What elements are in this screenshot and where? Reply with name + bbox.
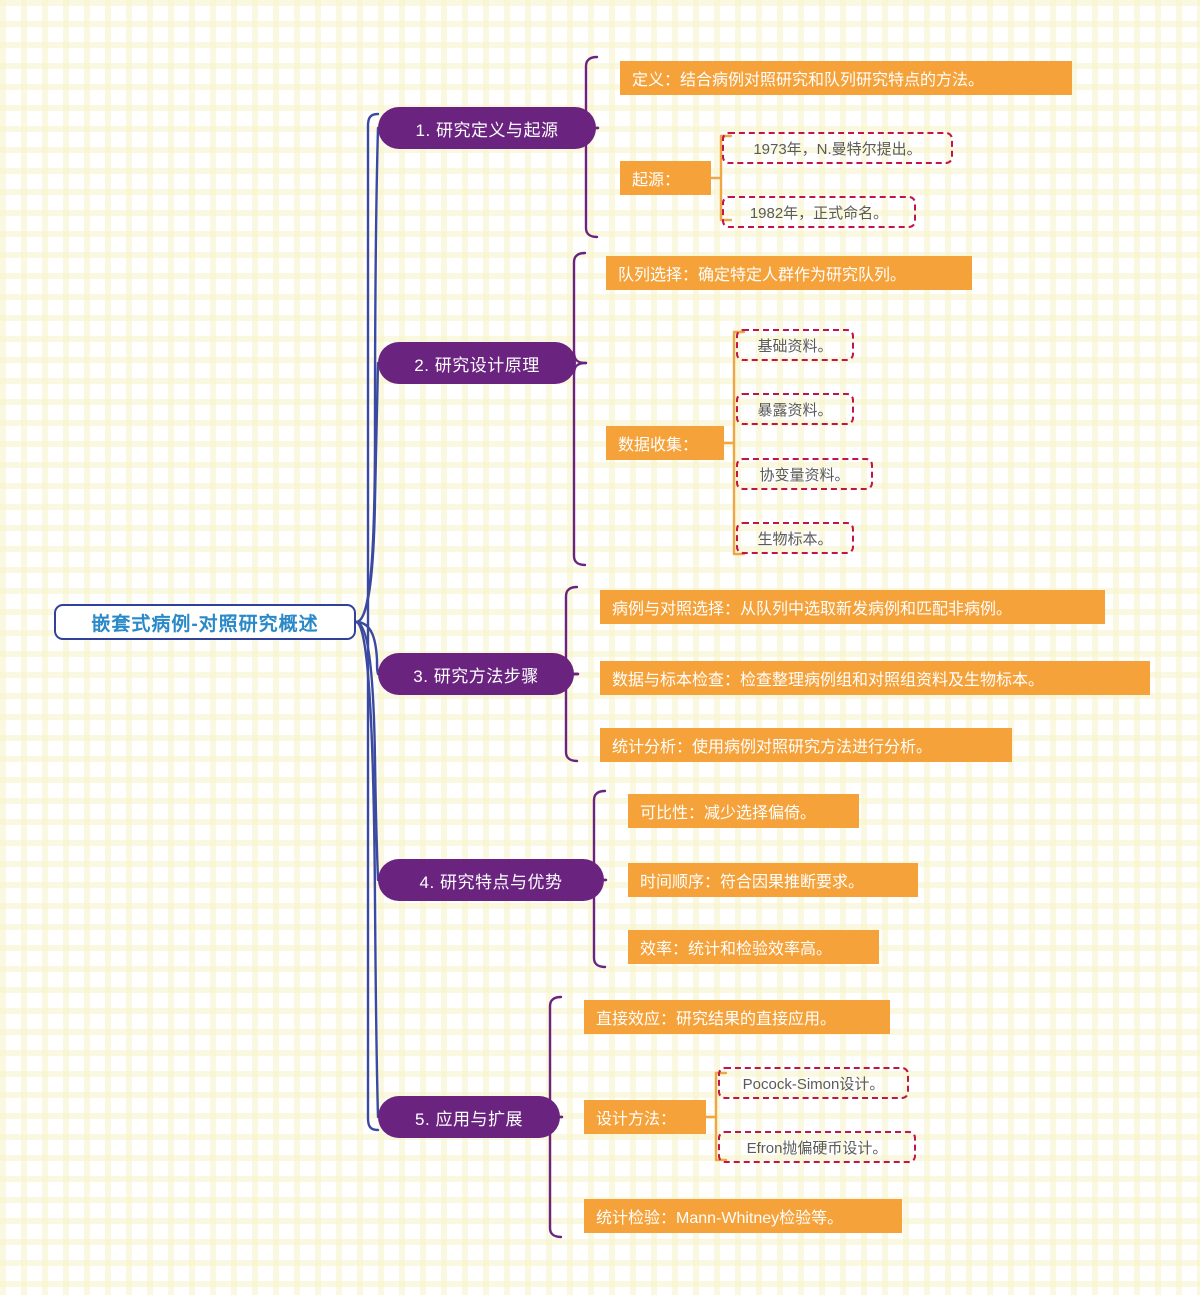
branch-node-5[interactable]: 5. 应用与扩展 xyxy=(378,1096,560,1138)
leaf-node-5-3-label: 统计检验：Mann-Whitney检验等。 xyxy=(596,1210,844,1227)
leaf-node-5-1[interactable]: 直接效应：研究结果的直接应用。 xyxy=(584,1000,890,1034)
leaf-node-4-1-label: 可比性：减少选择偏倚。 xyxy=(640,805,817,822)
subleaf-node-2-2-4-label: 生物标本。 xyxy=(757,530,833,548)
subleaf-node-1-2-2-label: 1982年，正式命名。 xyxy=(749,204,889,222)
subleaf-node-2-2-3[interactable]: 协变量资料。 xyxy=(736,458,873,490)
leaf-node-4-3-label: 效率：统计和检验效率高。 xyxy=(640,941,833,958)
subleaf-node-2-2-2[interactable]: 暴露资料。 xyxy=(736,393,854,425)
subleaf-node-5-2-2-label: Efron抛偏硬币设计。 xyxy=(746,1139,888,1157)
leaf-node-3-3[interactable]: 统计分析：使用病例对照研究方法进行分析。 xyxy=(600,728,1012,762)
leaf-node-1-2-label: 起源： xyxy=(632,172,681,189)
leaf-node-2-1[interactable]: 队列选择：确定特定人群作为研究队列。 xyxy=(606,256,972,290)
leaf-node-5-1-label: 直接效应：研究结果的直接应用。 xyxy=(596,1011,837,1028)
leaf-node-3-3-label: 统计分析：使用病例对照研究方法进行分析。 xyxy=(612,739,933,756)
subleaf-node-2-2-2-label: 暴露资料。 xyxy=(757,401,833,419)
subleaf-node-5-2-1-label: Pocock-Simon设计。 xyxy=(742,1075,885,1093)
branch-node-4[interactable]: 4. 研究特点与优势 xyxy=(378,859,604,901)
branch-node-3-label: 3. 研究方法步骤 xyxy=(413,666,539,686)
subleaf-node-2-2-1-label: 基础资料。 xyxy=(757,337,833,355)
leaf-node-4-1[interactable]: 可比性：减少选择偏倚。 xyxy=(628,794,859,828)
leaf-node-5-2-label: 设计方法： xyxy=(596,1111,677,1128)
branch-node-2[interactable]: 2. 研究设计原理 xyxy=(378,342,576,384)
root-node-label: 嵌套式病例-对照研究概述 xyxy=(91,613,319,635)
leaf-node-5-2[interactable]: 设计方法： xyxy=(584,1100,706,1134)
subleaf-node-2-2-4[interactable]: 生物标本。 xyxy=(736,522,854,554)
subleaf-node-5-2-2[interactable]: Efron抛偏硬币设计。 xyxy=(718,1131,916,1163)
branch-node-5-label: 5. 应用与扩展 xyxy=(415,1109,523,1129)
leaf-node-4-2-label: 时间顺序：符合因果推断要求。 xyxy=(640,874,865,891)
subleaf-node-1-2-2[interactable]: 1982年，正式命名。 xyxy=(722,196,916,228)
leaf-node-5-3[interactable]: 统计检验：Mann-Whitney检验等。 xyxy=(584,1199,902,1233)
leaf-node-1-2[interactable]: 起源： xyxy=(620,161,711,195)
leaf-node-2-1-label: 队列选择：确定特定人群作为研究队列。 xyxy=(618,267,907,284)
leaf-node-1-1[interactable]: 定义：结合病例对照研究和队列研究特点的方法。 xyxy=(620,61,1072,95)
leaf-node-3-1[interactable]: 病例与对照选择：从队列中选取新发病例和匹配非病例。 xyxy=(600,590,1105,624)
subleaf-node-5-2-1[interactable]: Pocock-Simon设计。 xyxy=(718,1067,909,1099)
leaf-node-2-2-label: 数据收集： xyxy=(618,437,699,454)
leaf-node-4-2[interactable]: 时间顺序：符合因果推断要求。 xyxy=(628,863,918,897)
leaf-node-1-1-label: 定义：结合病例对照研究和队列研究特点的方法。 xyxy=(632,72,985,89)
leaf-node-3-2[interactable]: 数据与标本检查：检查整理病例组和对照组资料及生物标本。 xyxy=(600,661,1150,695)
subleaf-node-2-2-3-label: 协变量资料。 xyxy=(759,466,850,484)
subleaf-node-1-2-1-label: 1973年，N.曼特尔提出。 xyxy=(753,140,922,158)
leaf-node-4-3[interactable]: 效率：统计和检验效率高。 xyxy=(628,930,879,964)
branch-node-1-label: 1. 研究定义与起源 xyxy=(415,120,559,140)
branch-node-3[interactable]: 3. 研究方法步骤 xyxy=(378,653,574,695)
branch-node-2-label: 2. 研究设计原理 xyxy=(414,355,540,375)
subleaf-node-1-2-1[interactable]: 1973年，N.曼特尔提出。 xyxy=(722,132,953,164)
subleaf-node-2-2-1[interactable]: 基础资料。 xyxy=(736,329,854,361)
leaf-node-3-2-label: 数据与标本检查：检查整理病例组和对照组资料及生物标本。 xyxy=(612,672,1045,689)
branch-node-1[interactable]: 1. 研究定义与起源 xyxy=(378,107,596,149)
leaf-node-3-1-label: 病例与对照选择：从队列中选取新发病例和匹配非病例。 xyxy=(612,601,1013,618)
branch-node-4-label: 4. 研究特点与优势 xyxy=(419,872,563,892)
leaf-node-2-2[interactable]: 数据收集： xyxy=(606,426,724,460)
root-node[interactable]: 嵌套式病例-对照研究概述 xyxy=(54,604,356,640)
